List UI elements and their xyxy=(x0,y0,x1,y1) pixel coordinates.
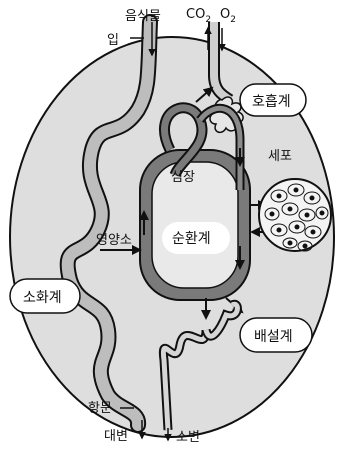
label-urine: 소변 xyxy=(176,430,200,445)
label-nutrients: 영양소 xyxy=(96,233,132,248)
label-heart: 심장 xyxy=(171,170,195,185)
label-feces: 대변 xyxy=(104,429,128,444)
label-respiratory: 호흡계 xyxy=(252,94,291,110)
label-food: 음식물 xyxy=(125,9,161,24)
cells-magnified xyxy=(259,179,331,251)
label-o2: O2 xyxy=(220,7,236,25)
label-excretory: 배설계 xyxy=(254,329,293,345)
label-co2: CO2 xyxy=(186,7,211,25)
label-digestive: 소화계 xyxy=(23,290,62,306)
label-anus: 항문 xyxy=(88,401,112,416)
label-circulatory: 순환계 xyxy=(172,231,211,247)
label-mouth: 입 xyxy=(107,33,119,48)
label-cells: 세포 xyxy=(268,149,292,164)
